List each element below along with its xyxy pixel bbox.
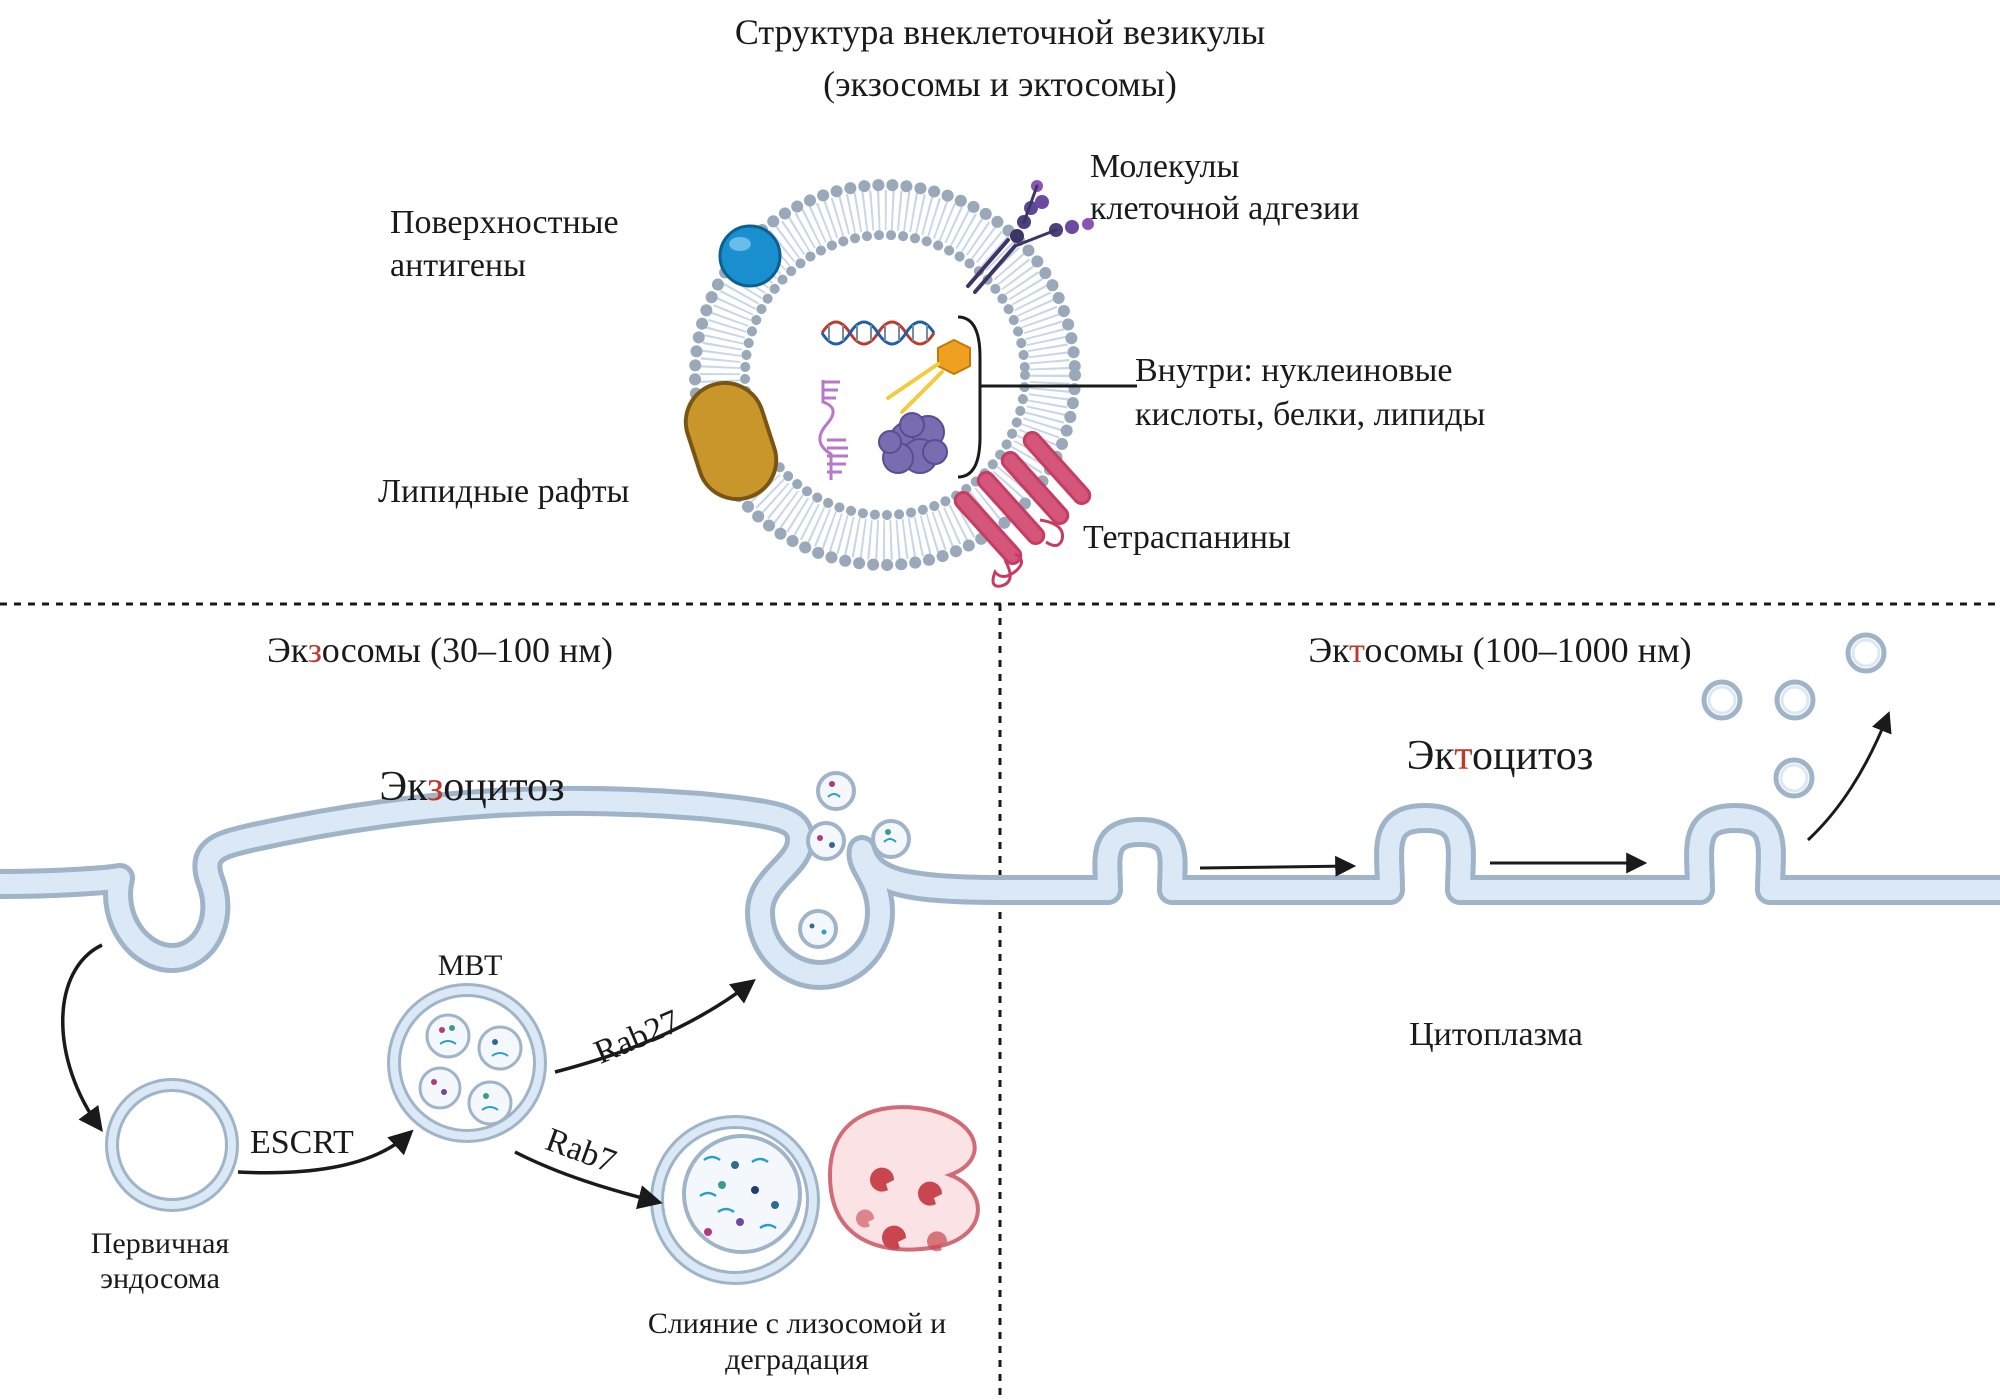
plasma-membrane xyxy=(0,785,2000,990)
arrow-to-early-endosome xyxy=(61,943,103,1132)
early-endosome-label-2: эндосома xyxy=(100,1262,220,1295)
released-exosome-cargo xyxy=(809,781,897,935)
label-antigens-1: Поверхностные xyxy=(390,204,619,241)
adhesion-molecule-icon xyxy=(966,180,1094,294)
inner-lipid-heads xyxy=(740,230,1030,520)
label-inside-2: кислоты, белки, липиды xyxy=(1135,396,1485,433)
arrow-rab27 xyxy=(554,979,756,1074)
rab7-label: Rab7 xyxy=(541,1121,621,1180)
label-tetraspanins: Тетраспанины xyxy=(1083,519,1291,556)
exosome-heading: Экзосомы (30–100 нм) xyxy=(267,630,613,670)
cytoplasm-label: Цитоплазма xyxy=(1409,1016,1583,1053)
label-antigens-2: антигены xyxy=(390,247,526,284)
mvb-label: МВТ xyxy=(438,949,503,982)
dna-icon xyxy=(820,320,936,346)
lysosome-label-2: деградация xyxy=(725,1343,869,1376)
lysosome-label-1: Слияние с лизосомой и xyxy=(648,1307,946,1340)
arrow-rab7 xyxy=(514,1150,663,1210)
multivesicular-body xyxy=(387,983,547,1143)
ectocytosis-label: Эктоцитоз xyxy=(1407,733,1594,779)
rab27-label: Rab27 xyxy=(589,1003,685,1072)
lysosome-fusion xyxy=(650,1105,980,1285)
extracellular-vesicle xyxy=(689,179,1081,571)
label-inside-1: Внутри: нуклеиновые xyxy=(1135,352,1452,389)
title-line-2: (экзосомы и эктосомы) xyxy=(823,64,1177,104)
label-adhesion-1: Молекулы xyxy=(1090,148,1240,185)
protein-icon xyxy=(878,412,948,474)
arrow-budding-1 xyxy=(1199,855,1357,877)
cargo-bracket xyxy=(957,315,982,479)
escrt-label: ESCRT xyxy=(250,1124,354,1161)
outer-lipid-heads xyxy=(689,179,1081,571)
exocytosis-label: Экзоцитоз xyxy=(379,764,564,810)
lipid-molecule-icon xyxy=(886,338,971,414)
lipid-raft-icon xyxy=(683,380,779,502)
early-endosome xyxy=(105,1078,239,1212)
label-lipid-rafts: Липидные рафты xyxy=(378,473,630,510)
lipid-tails xyxy=(700,190,1070,560)
early-endosome-label-1: Первичная xyxy=(91,1227,230,1260)
arrow-release xyxy=(1806,711,1892,842)
label-adhesion-2: клеточной адгезии xyxy=(1090,190,1359,227)
surface-antigen-icon xyxy=(718,224,782,288)
arrow-escrt xyxy=(237,1129,414,1175)
rna-icon xyxy=(818,380,848,480)
tetraspanin-icon xyxy=(953,431,1092,588)
released-ectosomes xyxy=(1701,632,1887,799)
title-line-1: Структура внеклеточной везикулы xyxy=(735,12,1265,52)
released-exosomes xyxy=(798,771,911,949)
ectosome-heading: Эктосомы (100–1000 нм) xyxy=(1308,630,1691,670)
